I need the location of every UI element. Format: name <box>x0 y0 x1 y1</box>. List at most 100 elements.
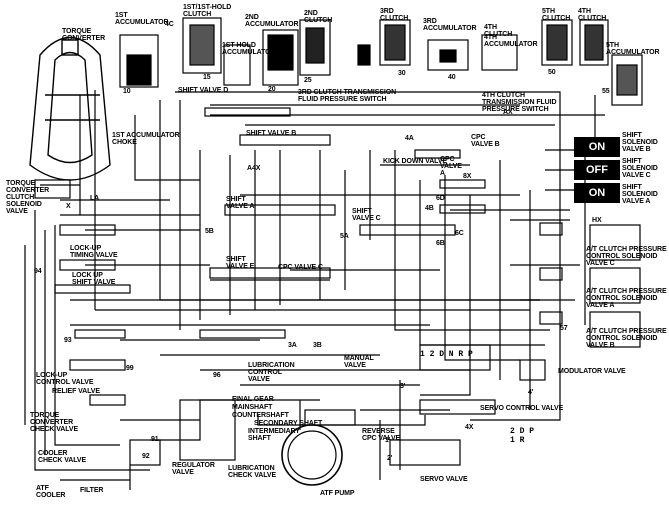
port-label: 3B <box>313 342 322 349</box>
regulator-valve-label: REGULATOR VALVE <box>172 462 215 476</box>
manual-valve-label: MANUAL VALVE <box>344 355 374 369</box>
port-label: 2' <box>387 455 393 462</box>
torque-converter-shape <box>29 36 111 181</box>
countershaft-label: COUNTERSHAFT <box>232 412 289 419</box>
port-label: 94 <box>34 268 42 275</box>
fourth-accumulator-label: 4TH ACCUMULATOR <box>484 34 538 48</box>
fifth-clutch-label: 5TH CLUTCH <box>542 8 571 22</box>
fourth-clutch-top-label: 4TH CLUTCH <box>578 8 607 22</box>
valve-bodies <box>34 107 641 466</box>
main-line-frame <box>24 90 605 490</box>
atc-solenoid-b-label: A/T CLUTCH PRESSURE CONTROL SOLENOID VAL… <box>586 328 667 349</box>
port-label: A4X <box>247 165 261 172</box>
lock-up-shift-label: LOCK UP SHIFT VALVE <box>72 272 116 286</box>
lock-up-control-label: LOCK-UP CONTROL VALVE <box>36 372 94 386</box>
reverse-cpc-label: REVERSE CPC VALVE <box>362 428 401 442</box>
cooler-check-label: COOLER CHECK VALVE <box>38 450 87 464</box>
cpc-valve-a-label: CPC VALVE A <box>440 156 462 177</box>
port-label: 5A <box>340 233 349 240</box>
lubrication-control-label: LUBRICATION CONTROL VALVE <box>248 362 295 383</box>
port-label: LA <box>90 195 100 202</box>
atf-pump-shape <box>281 424 343 486</box>
port-label: 30 <box>398 70 406 77</box>
atc-solenoid-a-label: A/T CLUTCH PRESSURE CONTROL SOLENOID VAL… <box>586 288 667 309</box>
atf-pump-label: ATF PUMP <box>320 490 355 497</box>
fourth-clutch-label: 4TH CLUTCH <box>484 24 513 38</box>
fifth-accumulator-label: 5TH ACCUMULATOR <box>606 42 660 56</box>
port-label: 1' <box>385 437 391 444</box>
atc-solenoid-c-label: A/T CLUTCH PRESSURE CONTROL SOLENOID VAL… <box>586 246 667 267</box>
port-label: 96 <box>213 372 221 379</box>
third-accumulator-label: 3RD ACCUMULATOR <box>423 18 477 32</box>
shift-valve-a-label: SHIFT VALVE A <box>226 196 255 210</box>
atf-cooler-label: ATF COOLER <box>36 485 66 499</box>
port-label: X <box>66 203 71 210</box>
intermediary-shaft-label: INTERMEDIARY SHAFT <box>248 428 300 442</box>
third-clutch-label: 3RD CLUTCH <box>380 8 409 22</box>
tc-check-valve-label: TORQUE CONVERTER CHECK VALVE <box>30 412 79 433</box>
port-label: HX <box>592 217 602 224</box>
final-gear-label: FINAL GEAR <box>232 396 274 403</box>
secondary-shaft-label: SECONDARY SHAFT <box>254 420 323 427</box>
cpc-valve-b-label: CPC VALVE B <box>471 134 500 148</box>
second-accumulator-label: 2ND ACCUMULATOR <box>245 14 299 28</box>
port-label: 6D <box>436 195 445 202</box>
first-accumulator-choke-label: 1ST ACCUMULATOR CHOKE <box>112 132 180 146</box>
fourth-clutch-switch-label: 4TH CLUTCH TRANSMISSION FLUID PRESSURE S… <box>482 92 557 113</box>
port-label: 93 <box>64 337 72 344</box>
port-label: 92 <box>142 453 150 460</box>
port-label: 4C <box>165 21 174 28</box>
cpc-valve-c-label: CPC VALVE C <box>278 264 323 271</box>
port-label: 5B <box>205 228 214 235</box>
tcc-solenoid-label: TORQUE CONVERTER CLUTCH SOLENOID VALVE <box>6 180 50 215</box>
port-label: 6C <box>455 230 464 237</box>
port-label: 3' <box>400 383 406 390</box>
port-label: 25 <box>304 77 312 84</box>
torque-converter-label: TORQUE CONVERTER <box>62 28 106 42</box>
port-label: 91 <box>151 436 159 443</box>
port-label: 8X <box>463 173 472 180</box>
port-label: 4B <box>425 205 434 212</box>
mainshaft-label: MAINSHAFT <box>232 404 273 411</box>
port-label: 4' <box>528 389 534 396</box>
third-clutch-switch-label: 3RD CLUTCH TRANSMISSION FLUID PRESSURE S… <box>298 89 397 103</box>
port-label: 4X <box>465 424 474 431</box>
modulator-valve-label: MODULATOR VALVE <box>558 368 626 375</box>
shift-valve-c-label: SHIFT VALVE C <box>352 208 381 222</box>
servo-range-marks: 2 D P 1 R <box>510 427 535 445</box>
second-clutch-label: 2ND CLUTCH <box>304 10 333 24</box>
first-hold-accumulator-label: 1ST-HOLD ACCUMULATOR <box>222 42 276 56</box>
shift-solenoid-b-label: SHIFT SOLENOID VALVE B <box>622 132 658 153</box>
servo-valve-label: SERVO VALVE <box>420 476 468 483</box>
lock-up-timing-label: LOCK-UP TIMING VALVE <box>70 245 118 259</box>
port-label: 20 <box>268 86 276 93</box>
shift-solenoid-a-label: SHIFT SOLENOID VALVE A <box>622 184 658 205</box>
port-label: 6B <box>436 240 445 247</box>
shift-valve-b-label: SHIFT VALVE B <box>246 130 297 137</box>
shift-valve-e-label: SHIFT VALVE E <box>226 256 255 270</box>
port-label: 3A <box>288 342 297 349</box>
port-label: AX <box>503 109 513 116</box>
port-label: 57 <box>560 325 568 332</box>
first-clutch-label: 1ST/1ST-HOLD CLUTCH <box>183 4 232 18</box>
port-label: 10 <box>123 88 131 95</box>
relief-valve-label: RELIEF VALVE <box>52 388 100 395</box>
shift-solenoid-c-state: OFF <box>574 160 620 180</box>
accumulators <box>119 17 643 106</box>
port-label: 40 <box>448 74 456 81</box>
lubrication-check-label: LUBRICATION CHECK VALVE <box>228 465 277 479</box>
shift-solenoid-a-state: ON <box>574 183 620 203</box>
servo-control-label: SERVO CONTROL VALVE <box>480 405 564 412</box>
shift-solenoid-b-state: ON <box>574 137 620 157</box>
port-label: 55 <box>602 88 610 95</box>
kick-down-valve-label: KICK DOWN VALVE <box>383 158 447 165</box>
filter-label: FILTER <box>80 487 104 494</box>
port-label: 50 <box>548 69 556 76</box>
shift-valve-d-label: SHIFT VALVE D <box>178 87 229 94</box>
port-label: 4A <box>405 135 414 142</box>
first-accumulator-label: 1ST ACCUMULATOR <box>115 12 169 26</box>
shift-solenoid-c-label: SHIFT SOLENOID VALVE C <box>622 158 658 179</box>
manual-valve-range-marks: 1 2 D N R P <box>420 350 473 359</box>
